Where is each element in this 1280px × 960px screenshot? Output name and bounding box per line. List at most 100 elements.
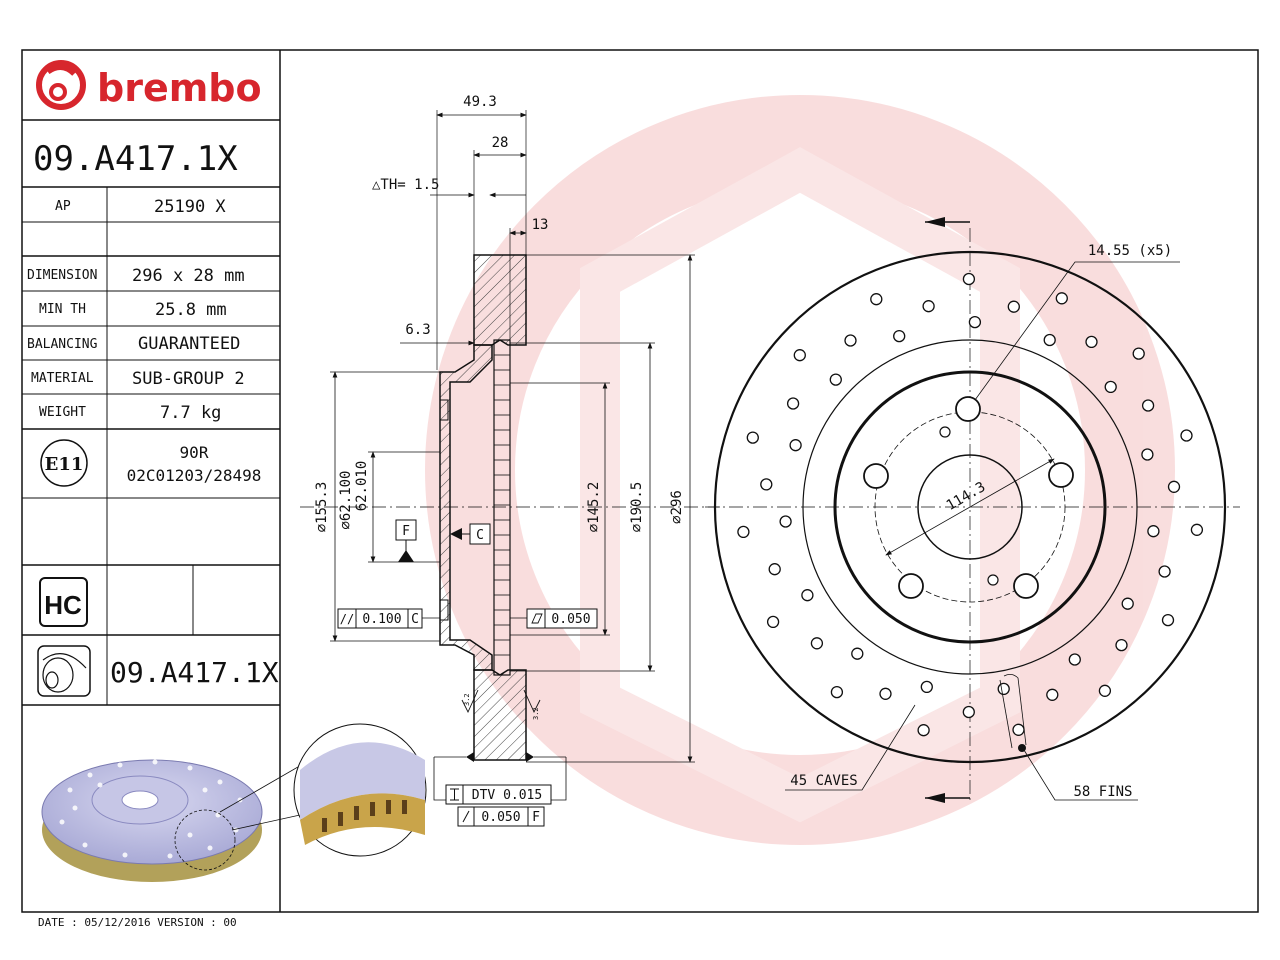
drill-hole xyxy=(879,687,892,700)
parallelism-frame: // 0.100 C xyxy=(337,608,440,629)
datum-f: F xyxy=(402,524,410,539)
weight-value: 7.7 kg xyxy=(160,403,221,423)
e11-mark-icon xyxy=(40,439,88,487)
disc-3d-render xyxy=(41,759,263,882)
parallel-ref: C xyxy=(411,612,419,627)
min-th-label: MIN TH xyxy=(39,302,86,317)
drill-hole xyxy=(801,589,814,602)
runout-tol: 0.050 xyxy=(481,810,520,825)
min-th-value: 25.8 mm xyxy=(155,300,227,320)
drill-hole xyxy=(1132,347,1145,360)
runout-ref: F xyxy=(532,810,540,825)
drill-hole xyxy=(920,680,933,694)
dimension-label: DIMENSION xyxy=(27,268,97,283)
drill-hole xyxy=(1141,399,1155,412)
drill-hole xyxy=(830,685,844,699)
section-view: 49.3 28 △TH= 1.5 13 6.3 ∅155.3 ∅62.100 6… xyxy=(300,94,720,827)
dia-62-min: 62.010 xyxy=(354,461,370,512)
datum-c: C xyxy=(476,528,484,543)
bolt-hole-note: 14.55 (x5) xyxy=(1088,243,1172,259)
drill-hole xyxy=(962,272,976,286)
th-tolerance: △TH= 1.5 xyxy=(372,177,439,193)
bolt-holes xyxy=(863,396,1074,599)
friction-ring-bottom xyxy=(473,669,527,761)
drill-hole xyxy=(760,478,773,491)
roughness-symbols: 3.2 3.2 xyxy=(461,689,541,720)
drill-hole xyxy=(1068,653,1081,666)
dia-296: ∅296 xyxy=(669,490,685,524)
runout-frame: 0.050 F xyxy=(457,806,545,827)
caves-note: 45 CAVES xyxy=(790,773,857,789)
dia-62-max: ∅62.100 xyxy=(338,470,354,529)
drill-hole xyxy=(922,300,935,313)
parallel-tol: 0.100 xyxy=(362,612,401,627)
drill-hole xyxy=(1007,300,1020,313)
dtv-label: DTV 0.015 xyxy=(472,788,542,803)
drill-hole xyxy=(962,705,975,719)
flatness-tol: 0.050 xyxy=(551,612,590,627)
part-number-bottom: 09.A417.1X xyxy=(110,656,279,689)
hat-section xyxy=(439,344,493,671)
drill-hole xyxy=(1046,688,1059,701)
dim-hat-offset: 6.3 xyxy=(405,322,430,338)
flatness-frame: 0.050 xyxy=(510,608,598,629)
friction-ring-top xyxy=(473,254,527,346)
drill-hole xyxy=(1098,684,1112,697)
title-block: brembo 09.A417.1X AP 25190 X DIMENSION 2… xyxy=(22,60,427,882)
homologation-line1: 90R xyxy=(180,443,209,462)
drill-hole xyxy=(1180,429,1193,442)
dim-overall-width: 49.3 xyxy=(463,94,497,110)
balancing-label: BALANCING xyxy=(27,337,98,352)
drill-hole xyxy=(1085,335,1098,349)
drill-hole xyxy=(779,515,792,528)
drill-hole xyxy=(737,525,750,539)
drill-hole xyxy=(851,647,864,660)
brembo-logo: brembo xyxy=(36,60,262,110)
dia-145: ∅145.2 xyxy=(586,482,602,533)
svg-text://: // xyxy=(340,612,354,626)
drill-hole xyxy=(793,349,806,362)
fins-note: 58 FINS xyxy=(1073,784,1132,800)
cross-drilled-holes xyxy=(737,272,1204,737)
drill-hole xyxy=(1167,480,1181,493)
drill-hole xyxy=(968,315,982,329)
dim-friction: 13 xyxy=(532,217,549,233)
e11-label: E11 xyxy=(45,454,84,475)
brembo-watermark xyxy=(425,95,1175,845)
drill-hole xyxy=(893,329,906,343)
front-view: 114.3 14.55 (x5) 45 CAVES 58 FINS xyxy=(705,217,1240,803)
dia-155: ∅155.3 xyxy=(314,482,330,533)
ap-label: AP xyxy=(55,199,71,214)
homologation-line2: 02C01203/28498 xyxy=(127,466,262,485)
drill-hole xyxy=(997,682,1010,696)
drill-hole xyxy=(786,397,800,410)
part-number-title: 09.A417.1X xyxy=(33,139,238,179)
dtv-frame: DTV 0.015 xyxy=(445,784,552,805)
disc-detail-zoom xyxy=(219,723,427,857)
drill-hole xyxy=(789,439,802,452)
dimension-value: 296 x 28 mm xyxy=(132,266,245,286)
drill-hole xyxy=(746,431,759,444)
hc-mark-icon xyxy=(39,577,88,627)
drill-hole xyxy=(1121,597,1134,610)
drill-hole xyxy=(766,615,780,629)
drill-hole xyxy=(1141,448,1154,461)
drill-hole xyxy=(1190,523,1204,536)
hat-outer-edge xyxy=(833,370,1107,644)
drill-hole xyxy=(1158,565,1171,578)
drill-hole xyxy=(1115,638,1128,652)
ap-value: 25190 X xyxy=(154,197,226,217)
drill-hole xyxy=(829,373,842,386)
hc-label: HC xyxy=(44,590,82,620)
material-label: MATERIAL xyxy=(31,371,94,386)
drill-hole xyxy=(1012,723,1025,736)
drill-hole xyxy=(1161,613,1175,627)
brand-name: brembo xyxy=(97,66,262,110)
drill-hole xyxy=(1055,292,1068,305)
drill-hole xyxy=(1104,380,1117,394)
drill-hole xyxy=(917,724,930,737)
disc-outer-edge xyxy=(713,250,1227,764)
drill-hole xyxy=(810,637,824,650)
roughness-left: 3.2 xyxy=(463,693,471,706)
